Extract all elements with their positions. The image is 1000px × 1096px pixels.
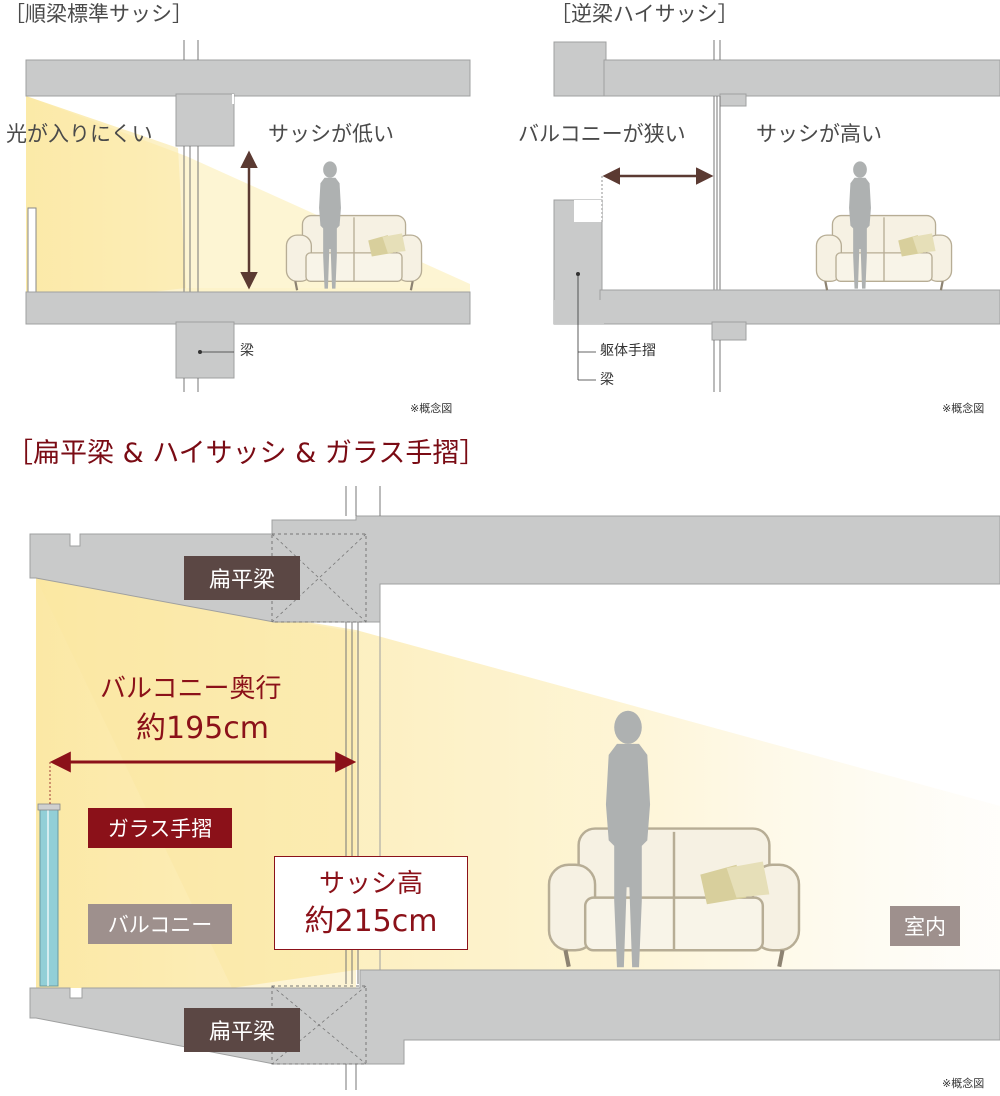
- label-narrow-balcony: バルコニーが狭い: [518, 122, 686, 146]
- diagram-flat-beam-high-sash: [29, 486, 1000, 1090]
- label-low-light: 光が入りにくい: [6, 122, 153, 146]
- label-beam-standard: 梁: [240, 343, 254, 359]
- diagram-reverse-beam: [553, 40, 1000, 392]
- label-balcony: バルコニー: [88, 904, 232, 944]
- title-reverse-beam: ［逆梁ハイサッシ］: [550, 2, 739, 26]
- sash-height-callout: サッシ高 約215cm: [274, 856, 468, 950]
- label-indoor: 室内: [890, 906, 960, 946]
- title-flat-beam: ［扁平梁 & ハイサッシ & ガラス手摺］: [6, 438, 487, 469]
- label-flat-beam-top: 扁平梁: [184, 556, 300, 600]
- label-high-sash: サッシが高い: [756, 122, 882, 146]
- diagram-standard-beam: [25, 40, 471, 392]
- label-beam-reverse: 梁: [600, 372, 614, 388]
- note-reverse: ※概念図: [942, 402, 985, 415]
- value-balcony-depth: 約195cm: [136, 711, 269, 746]
- note-standard: ※概念図: [410, 402, 453, 415]
- title-standard-beam: ［順梁標準サッシ］: [4, 2, 193, 26]
- label-structural-railing: 躯体手摺: [600, 343, 656, 359]
- label-glass-railing: ガラス手摺: [88, 808, 232, 848]
- label-low-sash: サッシが低い: [268, 122, 394, 146]
- label-sash-height: サッシ高: [318, 869, 423, 899]
- label-flat-beam-bottom: 扁平梁: [184, 1008, 300, 1052]
- note-flat-beam: ※概念図: [942, 1077, 985, 1090]
- label-balcony-depth: バルコニー奥行: [100, 674, 282, 704]
- value-sash-height: 約215cm: [304, 904, 438, 939]
